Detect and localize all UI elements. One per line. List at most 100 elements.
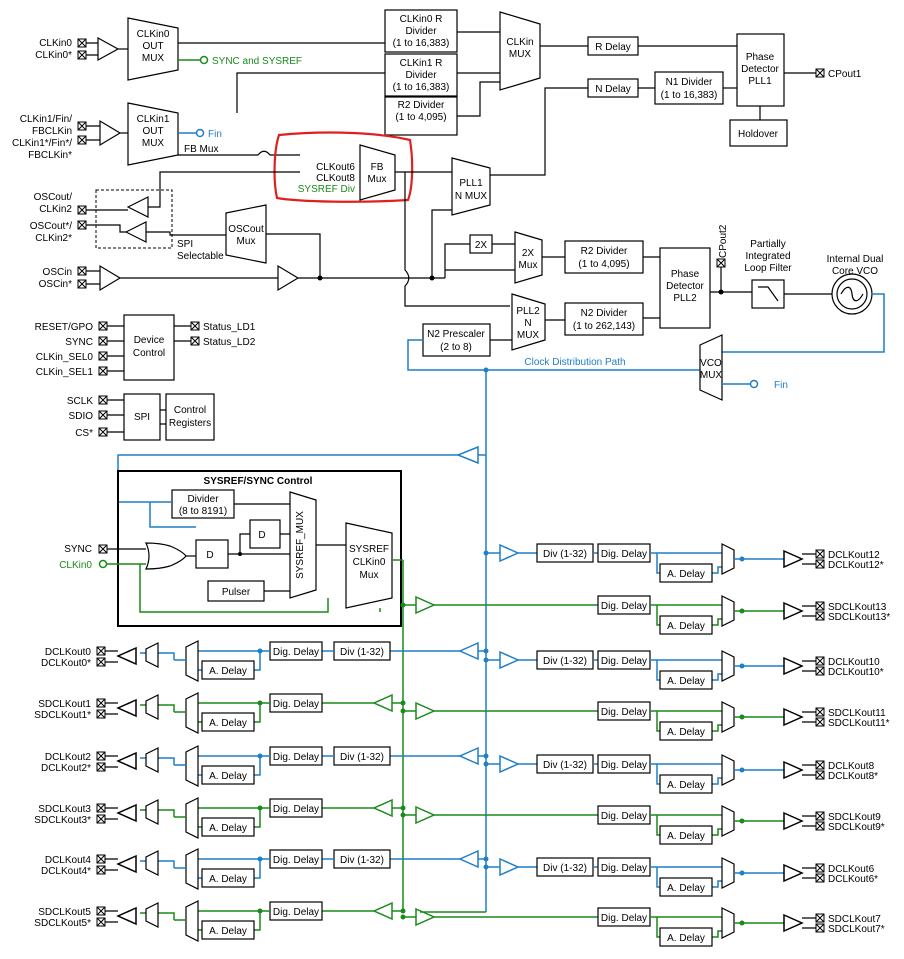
svg-text:MUX: MUX bbox=[142, 138, 165, 149]
output-label: SDCLKout11* bbox=[828, 718, 890, 729]
cpout1-label: CPout1 bbox=[828, 69, 862, 80]
svg-text:SYSREF Div: SYSREF Div bbox=[298, 184, 355, 195]
pin-icon bbox=[96, 751, 106, 761]
buffer-icon bbox=[783, 549, 804, 569]
a-delay-box-label: A. Delay bbox=[209, 926, 247, 937]
svg-text:N1 Divider: N1 Divider bbox=[666, 77, 713, 88]
dig-delay-box-label: Dig. Delay bbox=[601, 811, 647, 822]
mux-icon bbox=[721, 857, 735, 889]
junction bbox=[257, 908, 263, 914]
junction bbox=[739, 556, 745, 562]
junction bbox=[739, 818, 745, 824]
pin-icon bbox=[98, 336, 108, 346]
output-wire bbox=[105, 702, 118, 715]
output-label: SDCLKout3* bbox=[34, 815, 91, 826]
a-delay-box bbox=[659, 563, 713, 583]
svg-text:Fin: Fin bbox=[774, 380, 788, 391]
junction bbox=[483, 753, 489, 759]
buffer-icon bbox=[116, 751, 137, 771]
mux-icon bbox=[721, 701, 735, 733]
a-delay-box bbox=[201, 712, 255, 732]
svg-text:PLL1: PLL1 bbox=[459, 178, 483, 189]
svg-text:SPI: SPI bbox=[177, 239, 193, 250]
or-gate-icon bbox=[145, 542, 187, 570]
svg-text:2X: 2X bbox=[475, 240, 488, 251]
junction bbox=[400, 700, 406, 706]
junction bbox=[400, 708, 406, 714]
svg-text:Holdover: Holdover bbox=[738, 129, 779, 140]
pin-icon bbox=[815, 549, 825, 559]
output-label: SDCLKout13* bbox=[828, 612, 890, 623]
buffer-icon bbox=[458, 641, 479, 661]
junction bbox=[257, 648, 263, 654]
svg-text:(1 to 4,095): (1 to 4,095) bbox=[395, 112, 446, 123]
svg-text:Mux: Mux bbox=[360, 570, 379, 581]
buffer-icon bbox=[415, 595, 436, 615]
pll2-group: 2X 2X Mux R2 Divider (1 to 4,095) Phase … bbox=[407, 224, 885, 401]
a-delay-box-label: A. Delay bbox=[667, 831, 705, 842]
svg-text:RESET/GPO: RESET/GPO bbox=[35, 322, 94, 333]
svg-text:Divider: Divider bbox=[405, 26, 437, 37]
pin-icon bbox=[98, 351, 108, 361]
control-group: RESET/GPO SYNC CLKin_SEL0 CLKin_SEL1 Dev… bbox=[35, 314, 256, 441]
output-label: DCLKout6* bbox=[828, 874, 878, 885]
buffer-icon bbox=[116, 906, 137, 926]
junction bbox=[257, 753, 263, 759]
pin-icon bbox=[815, 68, 825, 78]
pin-icon bbox=[815, 863, 825, 873]
junction bbox=[400, 908, 406, 914]
a-delay-box bbox=[659, 825, 713, 845]
output-label: SDCLKout11 bbox=[828, 708, 886, 719]
svg-text:SYSREF/SYNC Control: SYSREF/SYNC Control bbox=[204, 476, 313, 487]
svg-text:Mux: Mux bbox=[368, 174, 387, 185]
pin-icon bbox=[98, 410, 108, 420]
pin-icon bbox=[77, 50, 87, 60]
delay-path bbox=[650, 659, 722, 681]
mux-icon bbox=[185, 797, 199, 839]
delay-path bbox=[650, 552, 722, 574]
oscout-mux bbox=[225, 204, 267, 264]
a-delay-box-label: A. Delay bbox=[667, 933, 705, 944]
pin-icon bbox=[815, 760, 825, 770]
buffer-icon bbox=[499, 543, 520, 563]
svg-text:R Delay: R Delay bbox=[595, 42, 631, 53]
mux-icon bbox=[721, 543, 735, 575]
output-label: DCLKout10 bbox=[828, 657, 880, 668]
svg-text:N Delay: N Delay bbox=[595, 84, 631, 95]
svg-text:N: N bbox=[524, 318, 531, 329]
junction bbox=[739, 767, 745, 773]
svg-text:Loop Filter: Loop Filter bbox=[744, 263, 792, 274]
svg-text:R2 Divider: R2 Divider bbox=[398, 100, 445, 111]
clkin0-input-group: CLKin0 CLKin0* CLKin0 OUT MUX SYNC and S… bbox=[35, 17, 302, 81]
delay-path bbox=[650, 604, 722, 626]
pll1-n-mux bbox=[451, 157, 491, 216]
output-label: DCLKout8 bbox=[828, 761, 875, 772]
junction bbox=[739, 663, 745, 669]
buffer-icon bbox=[783, 863, 804, 883]
svg-text:OSCin: OSCin bbox=[43, 267, 72, 278]
svg-text:Mux: Mux bbox=[519, 260, 538, 271]
a-delay-box bbox=[201, 817, 255, 837]
svg-text:Selectable: Selectable bbox=[177, 251, 224, 262]
pin-icon bbox=[190, 321, 200, 331]
mux-icon bbox=[145, 799, 159, 825]
svg-text:CLKin2*: CLKin2* bbox=[35, 233, 72, 244]
mux-icon bbox=[145, 694, 159, 720]
r-dividers: CLKin0 R Divider (1 to 16,383) CLKin1 R … bbox=[178, 9, 862, 176]
pin-icon bbox=[98, 321, 108, 331]
delay-path bbox=[650, 866, 722, 888]
div-box-label: Div (1-32) bbox=[543, 656, 587, 667]
pin-icon bbox=[77, 135, 87, 145]
a-delay-box bbox=[201, 920, 255, 940]
vco-mux bbox=[699, 334, 723, 401]
svg-text:PLL2: PLL2 bbox=[516, 306, 540, 317]
output-wire bbox=[105, 910, 118, 923]
buffer-icon bbox=[372, 798, 393, 818]
output-label: SDCLKout5* bbox=[34, 918, 91, 929]
pll2-n-mux bbox=[511, 293, 546, 351]
div-box-label: Div (1-32) bbox=[340, 855, 384, 866]
svg-text:CLKin0: CLKin0 bbox=[59, 560, 92, 571]
svg-text:D: D bbox=[258, 530, 265, 541]
input-buffer-icon bbox=[99, 119, 122, 147]
svg-text:SYSREF: SYSREF bbox=[349, 544, 389, 555]
